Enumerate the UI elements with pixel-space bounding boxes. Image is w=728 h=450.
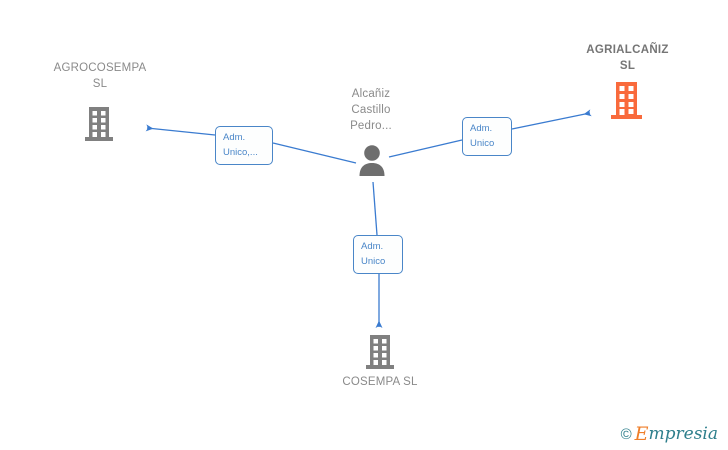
copyright-icon: © bbox=[620, 426, 632, 443]
empresia-watermark: © E mpresia bbox=[621, 425, 718, 444]
brand-name: mpresia bbox=[648, 424, 719, 444]
node-label-person-center: Alcañiz Castillo Pedro... bbox=[350, 88, 392, 132]
node-agrocosempa[interactable]: AGROCOSEMPA SL bbox=[45, 60, 155, 145]
building-icon bbox=[81, 105, 117, 148]
edge-line-to-agrialcaniz-tail bbox=[388, 139, 463, 158]
edge-label-to-cosempa[interactable]: Adm. Unico bbox=[353, 235, 403, 274]
node-agrialcaniz[interactable]: AGRIALCAÑIZ SL bbox=[570, 42, 685, 127]
brand-initial: E bbox=[634, 423, 649, 445]
node-cosempa[interactable]: COSEMPA SL bbox=[325, 333, 435, 393]
edge-line-to-cosempa-tail bbox=[372, 181, 378, 236]
node-label-cosempa: COSEMPA SL bbox=[342, 376, 418, 388]
edge-label-to-agrocosempa[interactable]: Adm. Unico,... bbox=[215, 126, 273, 165]
building-icon bbox=[362, 333, 398, 376]
node-label-agrialcaniz: AGRIALCAÑIZ SL bbox=[586, 44, 669, 72]
building-icon bbox=[608, 80, 644, 127]
edge-line-to-agrocosempa-tail bbox=[272, 142, 357, 164]
edge-label-to-agrialcaniz[interactable]: Adm. Unico bbox=[462, 117, 512, 156]
node-label-agrocosempa: AGROCOSEMPA SL bbox=[53, 62, 147, 90]
person-icon bbox=[358, 144, 386, 181]
node-person-center[interactable]: Alcañiz Castillo Pedro... bbox=[330, 86, 412, 186]
edge-line-to-agrocosempa-head bbox=[145, 124, 216, 136]
edge-line-to-agrialcaniz-head bbox=[511, 109, 592, 130]
